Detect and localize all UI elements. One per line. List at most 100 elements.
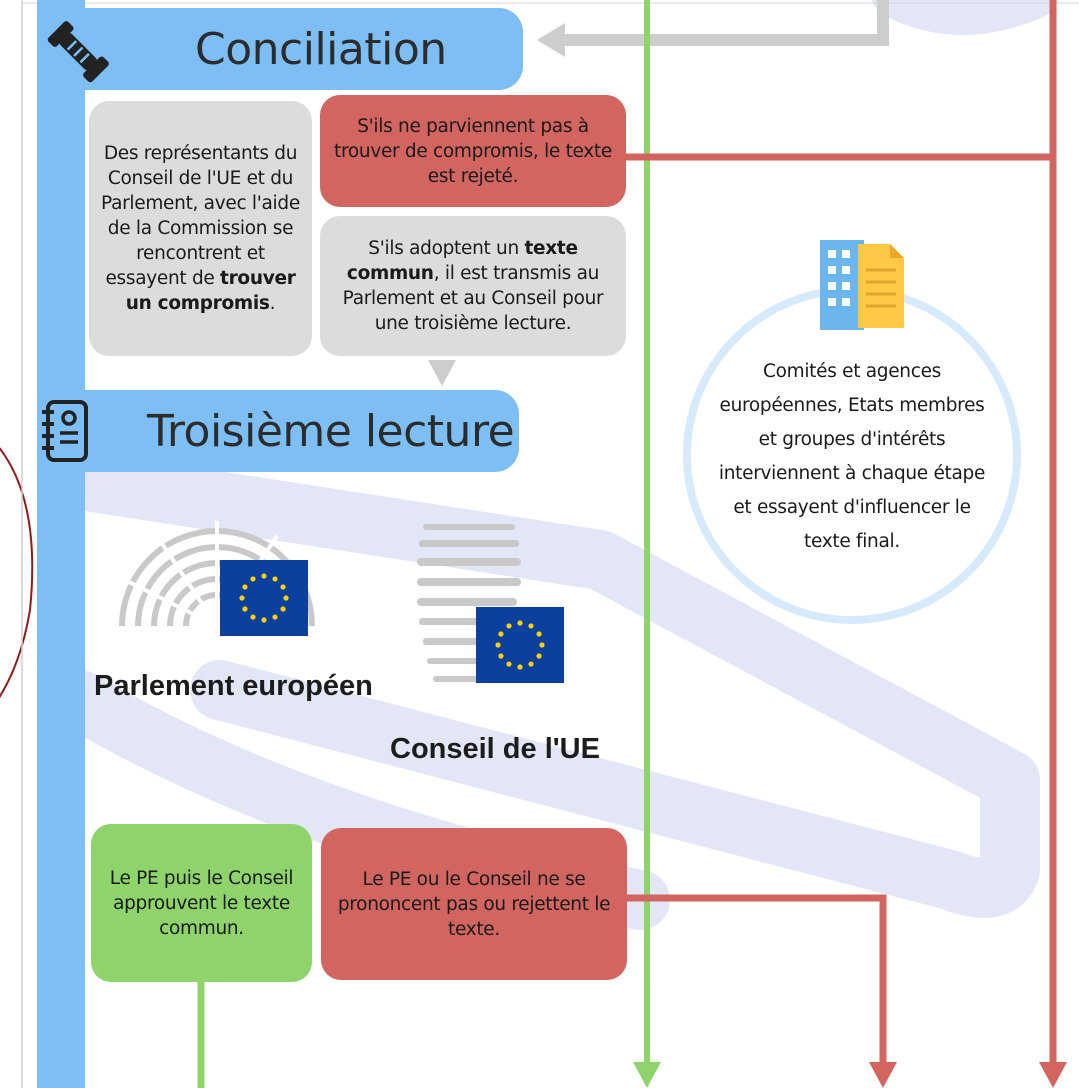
- reject-description: S'ils ne parviennent pas à trouver de com…: [334, 114, 612, 189]
- text-line: est rejeté.: [334, 164, 612, 189]
- text-line: Comités et agences: [700, 355, 1004, 389]
- eu-star: [261, 573, 267, 579]
- eu-star: [498, 653, 504, 659]
- third-reading-banner: Troisième lecture: [37, 390, 519, 472]
- text-line: trouver de compromis, le texte: [334, 139, 612, 164]
- text-line: Le PE puis le Conseil: [109, 866, 294, 891]
- text-line: un compromis.: [101, 291, 300, 316]
- text-line: une troisième lecture.: [343, 311, 604, 336]
- notebook-icon: [42, 400, 88, 462]
- eu-star: [283, 595, 289, 601]
- text: rencontrent et: [136, 243, 265, 264]
- eu-star: [528, 623, 534, 629]
- text-line: prononcent pas ou rejettent le: [337, 892, 611, 917]
- bold-text: commun: [346, 263, 434, 284]
- eu-star: [528, 661, 534, 667]
- text-line: Conseil de l'UE et du: [101, 166, 300, 191]
- text-line: approuvent le texte: [110, 891, 293, 916]
- conciliation-banner: Conciliation: [37, 8, 523, 90]
- text: texte final.: [804, 531, 900, 552]
- grey-flow-line: [565, 0, 889, 46]
- third-reading-title: Troisième lecture: [147, 405, 515, 457]
- eu-star: [242, 584, 248, 590]
- eu-star: [272, 614, 278, 620]
- text: prononcent pas ou rejettent le: [337, 893, 611, 915]
- council-label: Conseil de l'UE: [390, 733, 600, 765]
- grey-arrowhead: [537, 23, 565, 57]
- text-line: et essayent d'influencer le: [700, 491, 1004, 525]
- text-line: essayent de trouver: [101, 266, 300, 291]
- text: trouver de compromis, le texte: [334, 140, 612, 162]
- text: une troisième lecture.: [374, 313, 572, 334]
- text: Le PE puis le Conseil: [109, 867, 294, 889]
- text-line: et groupes d'intérêts: [700, 423, 1004, 457]
- text: .: [269, 293, 276, 314]
- text: Le PE ou le Conseil ne se: [362, 868, 586, 890]
- blue-flow-band: [37, 0, 85, 1088]
- eu-star: [272, 576, 278, 582]
- text: est rejeté.: [427, 165, 519, 187]
- fail-description: Le PE ou le Conseil ne se prononcent pas …: [337, 867, 611, 942]
- eu-star: [536, 631, 542, 637]
- text-line: texte.: [338, 917, 610, 942]
- bold-text: un compromis: [125, 293, 270, 314]
- text: Des représentants du: [103, 143, 298, 164]
- influence-description: Comités et agences européennes, Etats mem…: [700, 355, 1004, 559]
- text-line: Des représentants du: [101, 141, 300, 166]
- text-line: de la Commission se: [101, 216, 300, 241]
- text: Comités et agences: [762, 361, 942, 382]
- parliament-label: Parlement européen: [94, 670, 373, 702]
- green-arrowhead: [633, 1062, 661, 1088]
- eu-star: [506, 661, 512, 667]
- text-line: S'ils adoptent un texte: [343, 236, 604, 261]
- text-line: interviennent à chaque étape: [700, 457, 1004, 491]
- text: interviennent à chaque étape: [718, 463, 986, 484]
- text: texte.: [448, 918, 500, 940]
- eu-star: [536, 653, 542, 659]
- text-line: Le PE ou le Conseil ne se: [338, 867, 610, 892]
- text-line: européennes, Etats membres: [700, 389, 1004, 423]
- eu-star: [495, 642, 501, 648]
- text-line: Parlement, avec l'aide: [101, 191, 300, 216]
- text-line: Parlement et au Conseil pour: [343, 286, 604, 311]
- conciliation-description: Des représentants du Conseil de l'UE et d…: [101, 141, 300, 316]
- eu-star: [242, 606, 248, 612]
- text: Parlement, avec l'aide: [101, 193, 300, 214]
- text: et groupes d'intérêts: [758, 429, 946, 450]
- text: Parlement et au Conseil pour: [342, 288, 604, 309]
- text: commun.: [159, 917, 244, 939]
- text: S'ils ne parviennent pas à: [357, 115, 589, 137]
- text: de la Commission se: [107, 218, 294, 239]
- eu-star: [250, 614, 256, 620]
- text-line: commun, il est transmis au: [343, 261, 604, 286]
- background-path-band-top: [871, 0, 1059, 35]
- text-line: rencontrent et: [101, 241, 300, 266]
- text: européennes, Etats membres: [719, 395, 985, 416]
- text: essayent de: [105, 268, 221, 289]
- red-connector-fail: [620, 894, 887, 1062]
- background-path-band: [50, 450, 1040, 918]
- text-line: texte final.: [700, 525, 1004, 559]
- text-line: commun.: [110, 916, 293, 941]
- text: et essayent d'influencer le: [733, 497, 971, 518]
- text-line: S'ils ne parviennent pas à: [334, 114, 612, 139]
- fail-box: Le PE ou le Conseil ne se prononcent pas …: [321, 828, 627, 980]
- eu-star: [239, 595, 245, 601]
- text: , il est transmis au: [433, 263, 600, 284]
- conciliation-description-box: Des représentants du Conseil de l'UE et d…: [89, 101, 312, 356]
- down-arrow-grey: [428, 360, 456, 386]
- text: Conseil de l'UE et du: [107, 168, 294, 189]
- reject-box: S'ils ne parviennent pas à trouver de com…: [320, 95, 626, 207]
- eu-star: [506, 623, 512, 629]
- eu-star: [539, 642, 545, 648]
- eu-flag-icon: [220, 560, 308, 636]
- bold-text: texte: [524, 238, 578, 259]
- arc-fragment: [0, 447, 34, 698]
- eu-star: [250, 576, 256, 582]
- bold-text: trouver: [220, 268, 296, 289]
- eu-flag-icon: [476, 607, 564, 683]
